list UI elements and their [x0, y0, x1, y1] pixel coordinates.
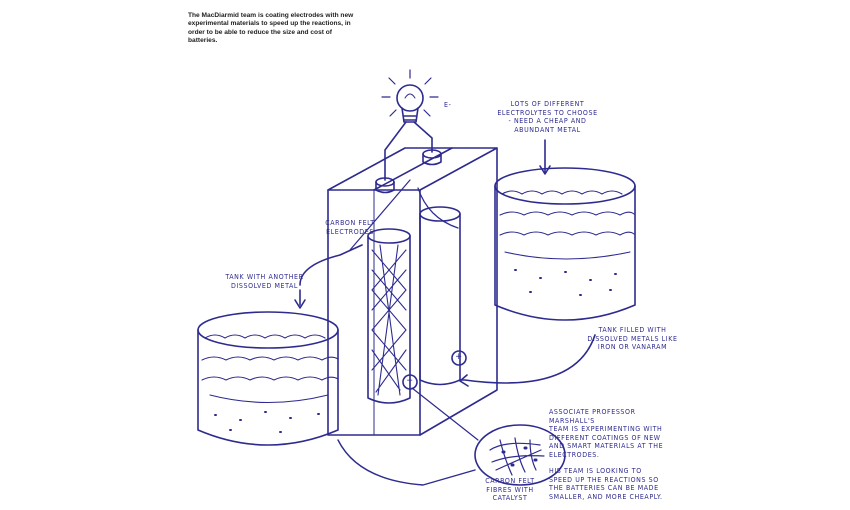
tank-left-label: Tank with another dissolved metal — [225, 273, 304, 290]
tank-left — [197, 311, 339, 446]
tank-right-label: Tank filled with dissolved metals like i… — [587, 326, 678, 351]
marshall-note: Associate Professor Marshall's team is e… — [549, 408, 664, 459]
electrodes-label: Carbon felt electrodes — [325, 219, 375, 236]
magnified-fibres-circle — [474, 424, 566, 486]
electrode-tube-left — [367, 228, 411, 404]
light-bulb-icon — [381, 69, 439, 181]
battery-cell-box — [327, 147, 498, 436]
electrolytes-label: Lots of different electrolytes to choose… — [497, 100, 598, 134]
plus-sign-circle — [451, 350, 467, 366]
intro-caption: The MacDiarmid team is coating electrode… — [188, 12, 354, 45]
arrow-tank-left — [299, 244, 363, 286]
plus-sign: + — [455, 352, 463, 362]
speed-note: His team is looking to speed up the reac… — [549, 467, 663, 501]
minus-sign: − — [406, 376, 414, 386]
electron-label: E- — [444, 101, 452, 109]
minus-sign-circle — [402, 374, 418, 390]
fibres-label: Carbon felt fibres with catalyst — [485, 477, 535, 502]
tank-right — [494, 167, 636, 321]
arrow-tank-right — [459, 334, 596, 384]
